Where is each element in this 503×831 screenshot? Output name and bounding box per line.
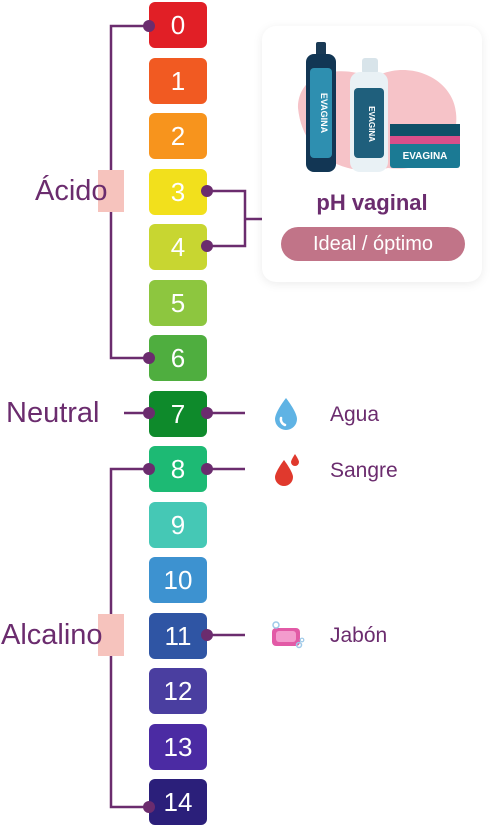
dot-14 [143,801,155,813]
dot-8-left [143,463,155,475]
ph-box-13: 13 [149,724,207,770]
ph-box-7: 7 [149,391,207,437]
foam-brand: EVAGINA [367,106,376,142]
ideal-badge: Ideal / óptimo [281,227,465,261]
product-image: EVAGINA EVAGINA EVAGINA [298,42,460,172]
ph-box-5: 5 [149,280,207,326]
water-label: Agua [330,403,380,426]
box-brand: EVAGINA [403,151,448,162]
soap-label: Jabón [330,624,388,647]
ph-box-12: 12 [149,668,207,714]
dot-0 [143,20,155,32]
neutral-label: Neutral [6,397,100,429]
ph-box-11: 11 [149,613,207,659]
ph-box-9: 9 [149,502,207,548]
ph-box-8: 8 [149,446,207,492]
vaginal-bracket-line [207,189,262,248]
dot-11 [201,629,213,641]
blood-label: Sangre [330,459,398,482]
ph-box-1: 1 [149,58,207,104]
acid-label: Ácido [35,175,108,207]
dot-4 [201,240,213,252]
ph-box-0: 0 [149,2,207,48]
ph-box-6: 6 [149,335,207,381]
alkaline-marker [98,614,124,656]
ph-box-2: 2 [149,113,207,159]
ph-box-3: 3 [149,169,207,215]
dot-7-left [143,407,155,419]
vaginal-ph-card: EVAGINA EVAGINA EVAGINA pH vaginal Ideal… [262,26,482,282]
ph-box-14: 14 [149,779,207,825]
water-drop-icon [275,398,297,430]
ph-box-4: 4 [149,224,207,270]
dot-8-right [201,463,213,475]
dot-6 [143,352,155,364]
alkaline-label: Alcalino [1,619,103,651]
bottle-brand: EVAGINA [319,93,329,134]
dot-3 [201,185,213,197]
soap-icon [272,621,305,649]
acid-marker [98,170,124,212]
ph-box-10: 10 [149,557,207,603]
dot-7-right [201,407,213,419]
blood-drop-icon [275,454,299,486]
card-title: pH vaginal [316,190,428,215]
